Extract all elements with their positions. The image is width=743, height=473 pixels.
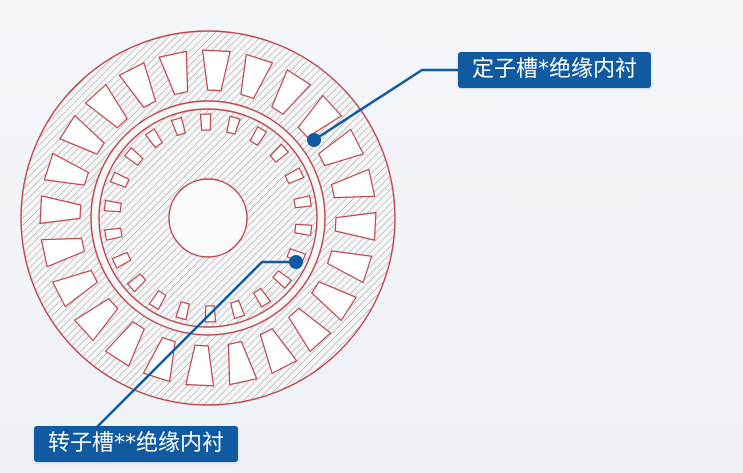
stator-slot bbox=[84, 83, 128, 129]
rotor-slot bbox=[170, 116, 187, 137]
rotor-slot bbox=[103, 199, 122, 213]
rotor-slot bbox=[104, 227, 123, 241]
stator-leader-line bbox=[313, 68, 460, 142]
rotor-slot bbox=[272, 269, 293, 290]
stator-slot bbox=[334, 211, 377, 241]
stator-slot bbox=[104, 321, 145, 367]
rotor-slot bbox=[144, 128, 164, 149]
stator-slot bbox=[118, 61, 157, 109]
rotor-slot bbox=[175, 301, 190, 321]
stator-slot bbox=[288, 307, 332, 353]
shaft-bore bbox=[168, 178, 248, 258]
stator-slot bbox=[259, 327, 298, 375]
rotor-marker-dot bbox=[289, 255, 303, 269]
rotor-slot bbox=[226, 115, 241, 135]
rotor-slot bbox=[126, 273, 147, 293]
stator-slot bbox=[311, 281, 357, 322]
stator-slot bbox=[317, 128, 365, 167]
rotor-slot bbox=[229, 299, 246, 320]
rotor-slot bbox=[293, 195, 312, 209]
stator-slot bbox=[158, 50, 189, 96]
stator-slot bbox=[59, 114, 105, 155]
rotor-slot bbox=[269, 143, 290, 163]
stator-slot bbox=[142, 336, 176, 383]
rotor-slot bbox=[123, 146, 144, 167]
rotor-slot bbox=[252, 287, 272, 308]
stator-slot bbox=[43, 152, 90, 186]
stator-slots bbox=[39, 49, 377, 387]
stator-slot bbox=[297, 94, 343, 138]
stator-slot bbox=[73, 298, 119, 342]
rotor-slots bbox=[103, 113, 313, 323]
stator-slot bbox=[330, 168, 376, 199]
stator-slot-insulation-label: 定子槽*绝缘内衬 bbox=[458, 52, 652, 88]
stator-slot bbox=[326, 250, 373, 284]
rotor-slot bbox=[284, 167, 305, 185]
stator-marker-dot bbox=[307, 133, 321, 147]
rotor-slot bbox=[199, 113, 212, 131]
rotor-slot-insulation-label: 转子槽**绝缘内衬 bbox=[34, 426, 239, 462]
stator-slot bbox=[201, 49, 231, 92]
stator-slot bbox=[227, 340, 258, 386]
stator-slot bbox=[39, 195, 82, 225]
rotor-leader-line bbox=[89, 260, 296, 435]
rotor-slot bbox=[294, 223, 313, 237]
rotor-slot bbox=[249, 125, 268, 147]
stator-slot bbox=[51, 269, 99, 308]
rotor-slot bbox=[148, 289, 167, 311]
stator-slot bbox=[185, 344, 215, 387]
stator-slot bbox=[40, 237, 86, 268]
stator-slot bbox=[240, 53, 274, 100]
stator-slot bbox=[271, 69, 312, 115]
rotor-slot bbox=[109, 171, 130, 188]
rotor-slot bbox=[111, 251, 132, 269]
